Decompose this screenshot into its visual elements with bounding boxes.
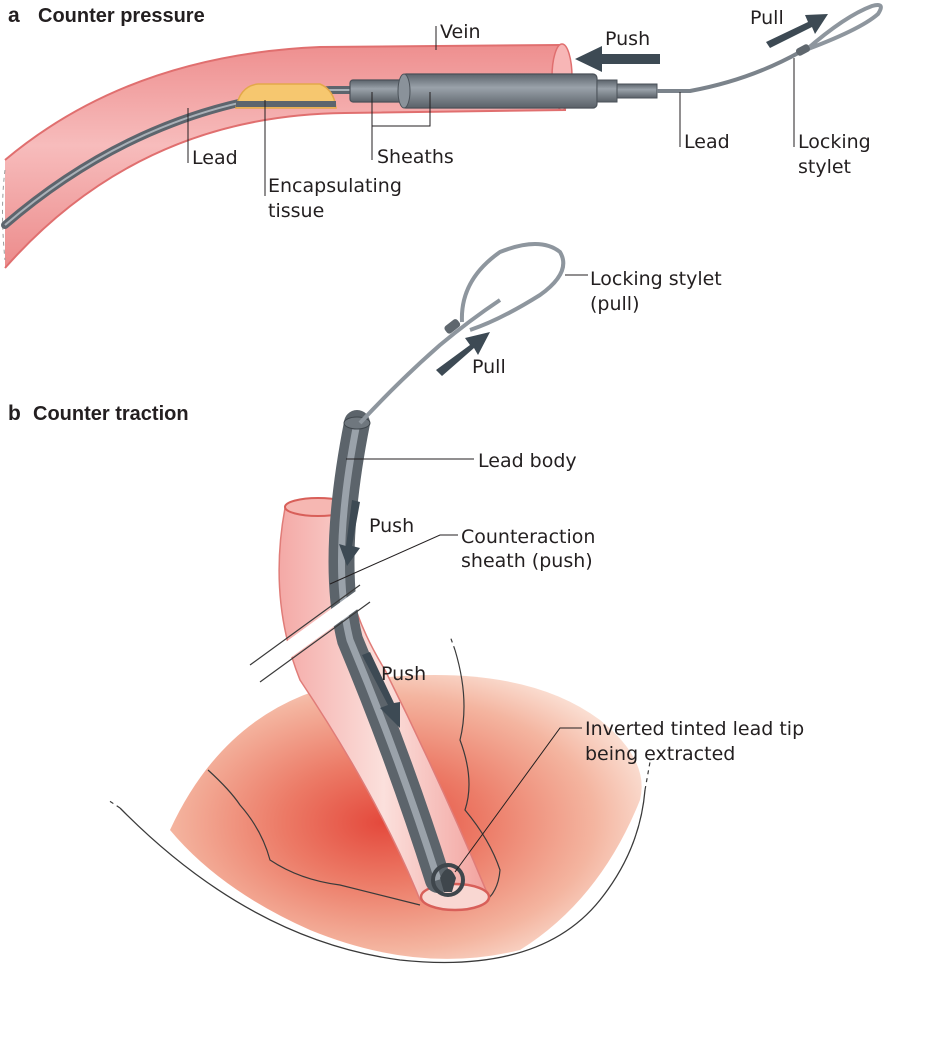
label-locking-2: stylet: [798, 156, 851, 178]
label-vein: Vein: [440, 21, 481, 43]
panel-a: a Counter pressure: [1, 3, 883, 269]
panel-a-title: Counter pressure: [38, 5, 205, 27]
label-push-a: Push: [605, 28, 650, 50]
label-lead-left: Lead: [192, 147, 238, 169]
label-push-upper: Push: [369, 515, 414, 537]
label-pull-a: Pull: [750, 7, 784, 29]
panel-b-title: Counter traction: [33, 403, 189, 425]
stylet-loop: [799, 3, 883, 54]
push-arrow-a: [575, 46, 660, 72]
lead-tip: [431, 863, 465, 897]
label-encapsulating-1: Encapsulating: [268, 175, 402, 197]
lead-outside: [657, 50, 801, 93]
stylet-b: [358, 298, 502, 425]
label-push-lower: Push: [381, 663, 426, 685]
label-sheaths: Sheaths: [377, 146, 454, 168]
push-arrow-lower: [362, 652, 400, 728]
stylet-b-loop: [459, 242, 566, 332]
label-encapsulating-2: tissue: [268, 200, 324, 222]
label-counteraction-2: sheath (push): [461, 550, 593, 572]
cut-line: [249, 584, 371, 683]
label-counteraction-1: Counteraction: [461, 526, 595, 548]
panel-a-letter: a: [8, 4, 20, 27]
label-inverted-2: being extracted: [585, 743, 735, 765]
pull-arrow-a: [766, 14, 828, 48]
pull-arrow-b: [436, 332, 490, 376]
label-lead-right: Lead: [684, 131, 730, 153]
label-lead-body: Lead body: [478, 450, 577, 472]
label-locking-stylet-2: (pull): [590, 293, 640, 315]
sheaths: [349, 73, 658, 109]
label-locking-stylet-1: Locking stylet: [590, 268, 722, 290]
push-arrow-upper: [339, 500, 360, 566]
panel-b: b Counter traction: [8, 242, 804, 964]
label-locking-1: Locking: [798, 131, 871, 153]
label-pull-b: Pull: [472, 356, 506, 378]
label-inverted-1: Inverted tinted lead tip: [585, 718, 804, 740]
panel-b-letter: b: [8, 402, 21, 425]
